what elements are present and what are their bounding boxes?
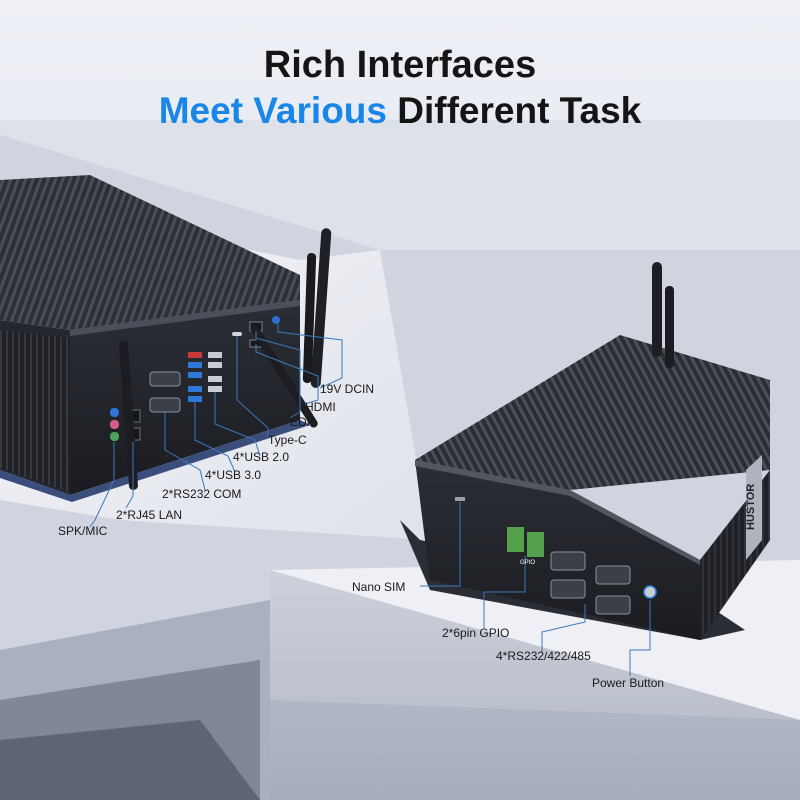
- left-heatsink-top: [0, 175, 300, 330]
- floor-band-3: [0, 720, 260, 800]
- leader-typec: [236, 336, 269, 438]
- antenna-left-4: [302, 253, 317, 383]
- left-front-edge: [70, 300, 300, 336]
- leader-usb2: [214, 392, 261, 457]
- com-port-2: [149, 397, 181, 413]
- audio-jack-blue: [110, 408, 119, 417]
- usb3-port-4: [188, 396, 202, 402]
- right-front-edge: [415, 460, 700, 565]
- label-gpio: 2*6pin GPIO: [442, 626, 510, 640]
- antenna-right-1: [652, 262, 662, 357]
- headline-accent: Meet Various: [158, 90, 387, 131]
- label-audio: SPK/MIC: [58, 524, 108, 538]
- audio-jack-pink: [110, 420, 119, 429]
- dc-in-port: [272, 316, 280, 324]
- label-power: Power Button: [592, 676, 665, 690]
- serial-port-1: [550, 551, 586, 571]
- headline-rest: Different Task: [397, 90, 642, 131]
- leader-audio: [89, 442, 115, 528]
- label-lan: 2*RJ45 LAN: [116, 508, 183, 522]
- right-front-panel: [415, 460, 700, 640]
- right-device: [400, 262, 770, 640]
- leader-com: [541, 604, 586, 652]
- leader-lines-left: [89, 324, 343, 528]
- label-typec: Type-C: [268, 433, 307, 447]
- typec-port: [232, 332, 242, 336]
- power-button: [643, 585, 657, 599]
- label-rs232: 2*RS232 COM: [162, 487, 242, 501]
- label-sim: Nano SIM: [352, 580, 406, 594]
- brand-strip: [746, 455, 762, 560]
- usb2-port-2: [208, 362, 222, 368]
- right-pedestal-side: [270, 570, 800, 800]
- usb2-port-1: [208, 352, 222, 358]
- audio-jack-green: [110, 432, 119, 441]
- label-edp: EDP: [290, 415, 315, 429]
- usb3-port-1: [188, 362, 202, 368]
- leader-edp: [255, 331, 301, 419]
- usb3-port-3: [188, 386, 202, 392]
- leader-rs232: [164, 412, 206, 491]
- antenna-left-2: [250, 324, 318, 428]
- label-usb2: 4*USB 2.0: [233, 450, 290, 464]
- serial-port-4: [595, 595, 631, 615]
- label-usb3: 4*USB 3.0: [205, 468, 262, 482]
- gpio-terminal-2: [527, 532, 544, 557]
- leader-hdmi: [255, 344, 319, 405]
- headline-line-2: Meet Various Different Task: [0, 90, 800, 132]
- leader-dcin: [277, 324, 343, 389]
- usb2-port-4: [208, 386, 222, 392]
- leader-power: [629, 600, 651, 676]
- headline-line-1: Rich Interfaces: [263, 44, 537, 86]
- serial-port-2: [595, 565, 631, 585]
- leader-gpio: [483, 556, 526, 628]
- leader-sim: [420, 502, 461, 587]
- usb-red-port: [188, 352, 202, 358]
- left-base-plate: [0, 420, 310, 502]
- label-dcin: 19V DCIN: [320, 382, 375, 396]
- label-hdmi: HDMI: [305, 400, 336, 414]
- serial-port-3: [550, 579, 586, 599]
- usb2-port-3: [208, 376, 222, 382]
- leader-lan: [125, 442, 134, 509]
- label-com: 4*RS232/422/485: [496, 649, 591, 663]
- right-heatsink-top: [415, 335, 770, 490]
- gpio-terminal-1: [507, 527, 524, 552]
- usb3-port-2: [188, 372, 202, 378]
- brand-logo: HUSTOR: [745, 484, 757, 530]
- com-port-1: [149, 371, 181, 387]
- nano-sim-slot: [455, 497, 465, 501]
- left-fin-strip: [0, 330, 70, 492]
- gpio-marking: GPIO: [520, 560, 535, 566]
- leader-usb3: [194, 402, 236, 473]
- left-device: [0, 175, 332, 502]
- antenna-right-2: [665, 286, 674, 368]
- leader-lines-right: [420, 502, 651, 676]
- antenna-left-3: [310, 228, 332, 388]
